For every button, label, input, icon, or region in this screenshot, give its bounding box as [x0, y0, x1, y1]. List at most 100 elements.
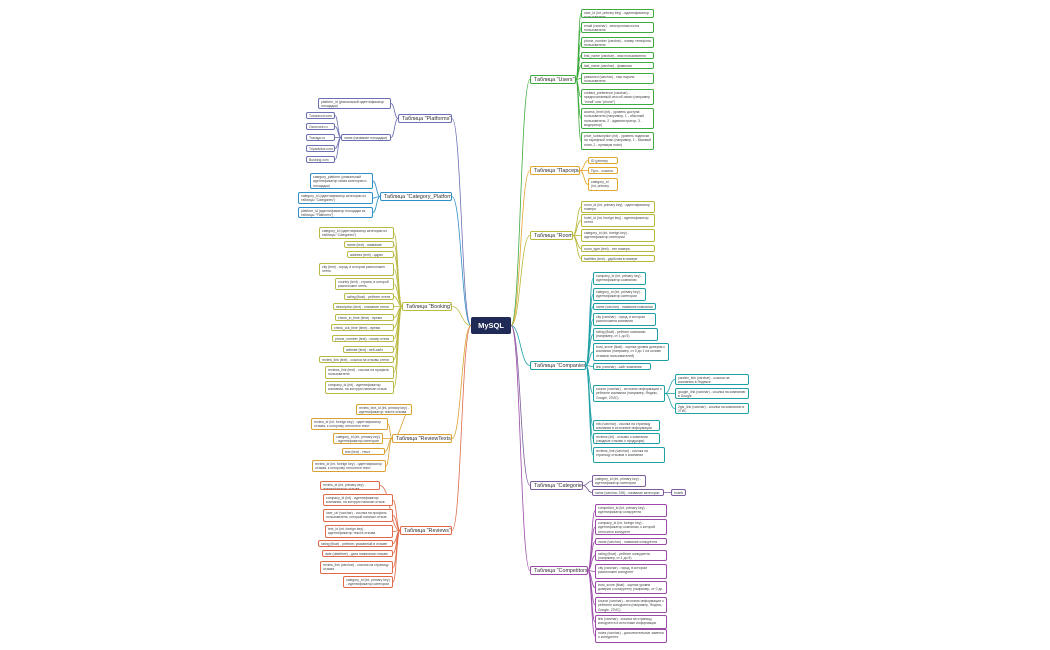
link-root-users [510, 79, 531, 326]
field-parsers: ID (primary key) [588, 157, 618, 164]
field-booking: phone_number (text) - номер отеля [332, 335, 394, 342]
link-competitors-8 [587, 570, 596, 637]
field-booking: name (text) - название отеля [344, 241, 394, 248]
field-reviews: text_id (int, foreign key) - идентификат… [325, 525, 393, 538]
field-users: phone_number (varchar) - номер телефона … [581, 37, 654, 48]
field-booking: reviews_link (text) - ссылка на профиль … [325, 366, 394, 379]
table-reviews[interactable]: Таблица "Reviews" [400, 526, 452, 535]
field-companies-source-link: google_link (varchar) - ссылка на компан… [675, 388, 749, 399]
field-competitors: rating (float) - рейтинг конкурента (нап… [595, 550, 667, 561]
table-category-platform[interactable]: Таблица "Category_Platform" [380, 192, 452, 201]
table-booking[interactable]: Таблица "Booking" [402, 302, 452, 311]
field-reviews: review_id (int, primary key) - идентифик… [320, 481, 380, 490]
link-companies-source-2 [664, 393, 676, 409]
field-categories: name (varchar, 255) - название категории [592, 489, 664, 496]
link-root-booking [451, 306, 472, 326]
link-competitors-3 [587, 555, 596, 571]
field-companies: source (varchar) - источник информации о… [593, 385, 665, 402]
link-category_platform-2 [372, 196, 381, 213]
field-users: user_id (int, primary key) - идентификат… [581, 9, 654, 18]
link-platforms-name-4 [334, 137, 342, 160]
link-companies-10 [585, 365, 594, 456]
link-booking-13 [393, 306, 403, 388]
table-room[interactable]: Таблица "Room" [530, 231, 573, 240]
field-users: last_name (varchar) - фамилия пользовате… [581, 62, 654, 69]
field-category-platform: category_platform (уникальный идентифика… [310, 173, 373, 189]
field-booking: website (text) - веб-сайт отеля [343, 346, 394, 353]
field-users: price_subscription (int) - уровень подпи… [581, 132, 654, 150]
link-companies-4 [585, 334, 594, 366]
field-booking: review_link (text) - ссылка на отзывы от… [319, 356, 394, 363]
field-competitors: name (varchar) - название конкурента [595, 538, 667, 545]
field-competitors: source (varchar) - источник информации о… [595, 597, 667, 613]
link-review_texts-1 [387, 423, 393, 439]
link-companies-5 [585, 351, 594, 366]
field-reviews: rating (float) - рейтинг, указанный в от… [318, 540, 393, 547]
field-platforms-site: Booking.com [306, 156, 335, 163]
link-reviews-0 [379, 485, 401, 531]
table-platforms[interactable]: Таблица "Platforms" [398, 114, 452, 123]
link-parsers-2 [579, 170, 589, 185]
link-booking-2 [393, 254, 403, 307]
field-booking: check_out_time (time) - время выезда [331, 324, 394, 331]
table-parsers[interactable]: Таблица "Парсеры" [530, 166, 580, 175]
field-booking: check_in_time (time) - время заезда [335, 314, 394, 321]
link-parsers-0 [579, 160, 589, 171]
field-reviews: category_id (int, primary key) - идентиф… [343, 576, 393, 588]
field-companies-source-link: yandex_link (varchar) - ссылка на компан… [675, 374, 749, 385]
field-categories: category_id (int, primary key) - идентиф… [592, 475, 646, 487]
field-category-platform: platform_id (идентификатор площадки из т… [298, 207, 373, 218]
root-node-mysql[interactable]: MySQL [471, 317, 511, 334]
field-competitors: link (varchar) - ссылка на страницу конк… [595, 615, 667, 629]
field-platforms-site: Tripadvisor.com [306, 145, 335, 152]
field-competitors: notes (varchar) - дополнительные заметки… [595, 629, 667, 643]
table-competitors[interactable]: Таблица "Competitors" [530, 566, 588, 575]
field-companies: rating (float) - рейтинг компании (напри… [593, 328, 658, 341]
link-room-4 [572, 235, 582, 259]
field-companies: trust_score (float) - оценка уровня дове… [593, 343, 669, 361]
field-platforms: platform_id (уникальный идентификатор пл… [318, 98, 391, 109]
link-root-reviews [451, 325, 472, 531]
field-companies: link (varchar) - сайт компании [593, 363, 651, 370]
field-room: hotel_id (int, foreign key) - идентифика… [581, 214, 655, 227]
field-platforms-site: Ozonvork.ru [306, 123, 335, 130]
field-room: room_type (text) - тип номера [581, 245, 655, 252]
table-companies[interactable]: Таблица "Companies" [530, 361, 586, 370]
table-categories[interactable]: Таблица "Categories" [530, 481, 583, 490]
field-parsers: Путь - ссылка на Парсер [588, 167, 618, 174]
field-booking: rating (float) - рейтинг отеля [344, 293, 394, 300]
field-companies: info (varchar) - ссылка на страницу комп… [593, 420, 660, 431]
table-users[interactable]: Таблица "Users" [530, 75, 576, 84]
field-reviews: user_url (varchar) - ссылка на профиль п… [323, 509, 393, 522]
field-booking: city (text) - город, в котором расположе… [319, 263, 394, 276]
field-categories-hotels: hotels [671, 489, 686, 496]
field-companies: city (varchar) - город, в котором распол… [593, 313, 656, 326]
field-review-texts: text (text) - текст отзыва [342, 448, 385, 455]
link-root-platforms [451, 118, 472, 326]
field-users: first_name (varchar) - имя пользователя [581, 52, 654, 59]
link-reviews-1 [392, 499, 401, 531]
link-root-room [510, 235, 531, 326]
field-review-texts: category_id (int, primary key) - идентиф… [333, 433, 383, 444]
link-category_platform-0 [372, 180, 381, 197]
field-review-texts: review_text_id (int, primary key) - иден… [356, 404, 412, 415]
field-companies: company_id (int, primary key) - идентифи… [593, 272, 646, 285]
field-room: category_id (int, foreign key) - идентиф… [581, 229, 655, 242]
field-companies: reviews_link (varchar) - ссылка на стран… [593, 447, 665, 463]
field-booking: category_id (идентификатор категории из … [319, 227, 394, 239]
field-companies: reviews (int) - отзывы о компании (сводн… [593, 433, 660, 444]
field-room: facilities (text) - удобства в номере [581, 255, 655, 262]
link-users-8 [575, 79, 582, 142]
link-categories-1 [582, 485, 593, 493]
field-competitors: city (varchar) - город, в котором распол… [595, 564, 667, 579]
link-root-competitors [510, 325, 531, 571]
field-platforms: name (название площадки) [341, 134, 391, 141]
field-review-texts: review_id (int, foreign key) - идентифик… [311, 418, 388, 430]
table-review-texts[interactable]: Таблица "ReviewTexts" [392, 434, 452, 443]
field-companies-source-link: 2gis_link (varchar) - ссылка на компанию… [675, 403, 749, 414]
field-parsers: category_id (int, primary key) - идентиф… [588, 178, 618, 191]
link-room-1 [572, 220, 582, 236]
field-competitors: competitor_id (int, primary key) - идент… [595, 504, 667, 517]
field-competitors: company_id (int, foreign key) - идентифи… [595, 519, 667, 535]
